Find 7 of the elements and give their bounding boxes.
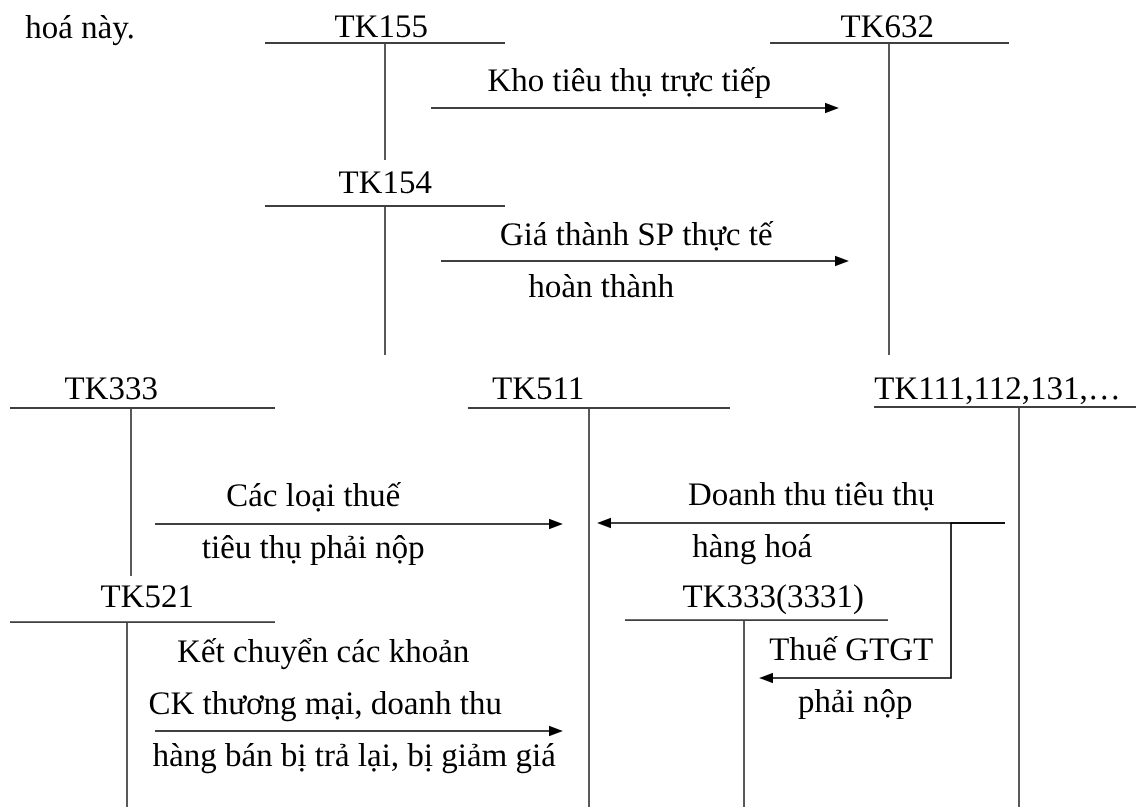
edge-label: Thuế GTGT phải nộp <box>769 636 933 720</box>
edge-label: Doanh thu tiêu thụ hàng hoá <box>688 482 934 565</box>
text-fragment: hoá này. <box>25 15 133 46</box>
edge-label: Kết chuyển các khoản CK thương mại, doanh thu hàng bán bị trả lại, bị giảm giá <box>149 638 556 774</box>
edge-label: Giá thành SP thực tế hoàn thành <box>501 221 774 298</box>
edge-label: Các loại thuế tiêu thụ phải nộp <box>202 482 424 566</box>
edge-label: Kho tiêu thụ trực tiếp <box>488 67 770 99</box>
